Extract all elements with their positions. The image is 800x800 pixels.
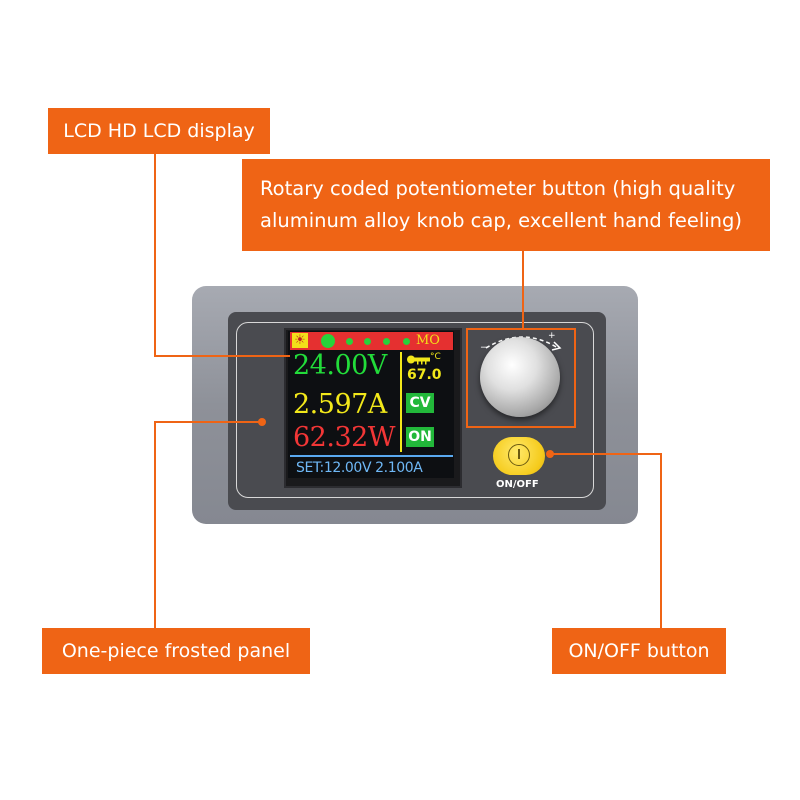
rotary-callout-line-1: Rotary coded potentiometer button (high … bbox=[260, 177, 736, 200]
panel-leader-line bbox=[154, 421, 262, 423]
lcd-leader-line bbox=[154, 355, 290, 357]
power-reading: 62.32W bbox=[293, 422, 396, 453]
temperature-reading: 67.0 bbox=[407, 367, 442, 383]
thermometer-icon bbox=[407, 355, 430, 365]
status-dot bbox=[403, 338, 410, 345]
onoff-label: ON/OFF bbox=[496, 479, 539, 490]
backlight-icon: ☀ bbox=[292, 333, 308, 348]
temperature-unit: °C bbox=[430, 352, 441, 362]
status-indicator-dot bbox=[321, 334, 335, 348]
mode-indicator: MO bbox=[416, 333, 440, 348]
panel-leader-dot bbox=[258, 418, 266, 426]
status-dot bbox=[383, 338, 390, 345]
rotary-encoder-knob[interactable] bbox=[480, 337, 560, 417]
svg-text:+: + bbox=[548, 331, 556, 341]
lcd-bottom-divider bbox=[290, 455, 453, 457]
status-dot bbox=[364, 338, 371, 345]
lcd-leader-line bbox=[154, 154, 156, 356]
voltage-reading: 24.00V bbox=[293, 350, 387, 381]
rotary-knob-callout: Rotary coded potentiometer button (high … bbox=[242, 159, 770, 251]
lcd-divider bbox=[400, 352, 402, 452]
onoff-leader-line bbox=[550, 453, 662, 455]
panel-border-line bbox=[236, 322, 594, 498]
rotary-callout-line-2: aluminum alloy knob cap, excellent hand … bbox=[260, 209, 742, 232]
current-reading: 2.597A bbox=[293, 389, 387, 420]
lcd-display-callout: LCD HD LCD display bbox=[48, 108, 270, 154]
power-icon bbox=[508, 444, 530, 466]
rotary-leader-line bbox=[522, 251, 524, 329]
onoff-leader-line bbox=[660, 453, 662, 629]
knob-highlight-box bbox=[466, 328, 576, 428]
output-on-badge: ON bbox=[406, 427, 434, 447]
cv-mode-badge: CV bbox=[406, 393, 434, 413]
svg-text:−: − bbox=[480, 343, 488, 353]
frosted-panel-callout: One-piece frosted panel bbox=[42, 628, 310, 674]
onoff-leader-dot bbox=[546, 450, 554, 458]
status-dot bbox=[346, 338, 353, 345]
onoff-button-callout: ON/OFF button bbox=[552, 628, 726, 674]
panel-leader-line bbox=[154, 421, 156, 629]
setpoint-readout: SET:12.00V 2.100A bbox=[296, 460, 423, 476]
